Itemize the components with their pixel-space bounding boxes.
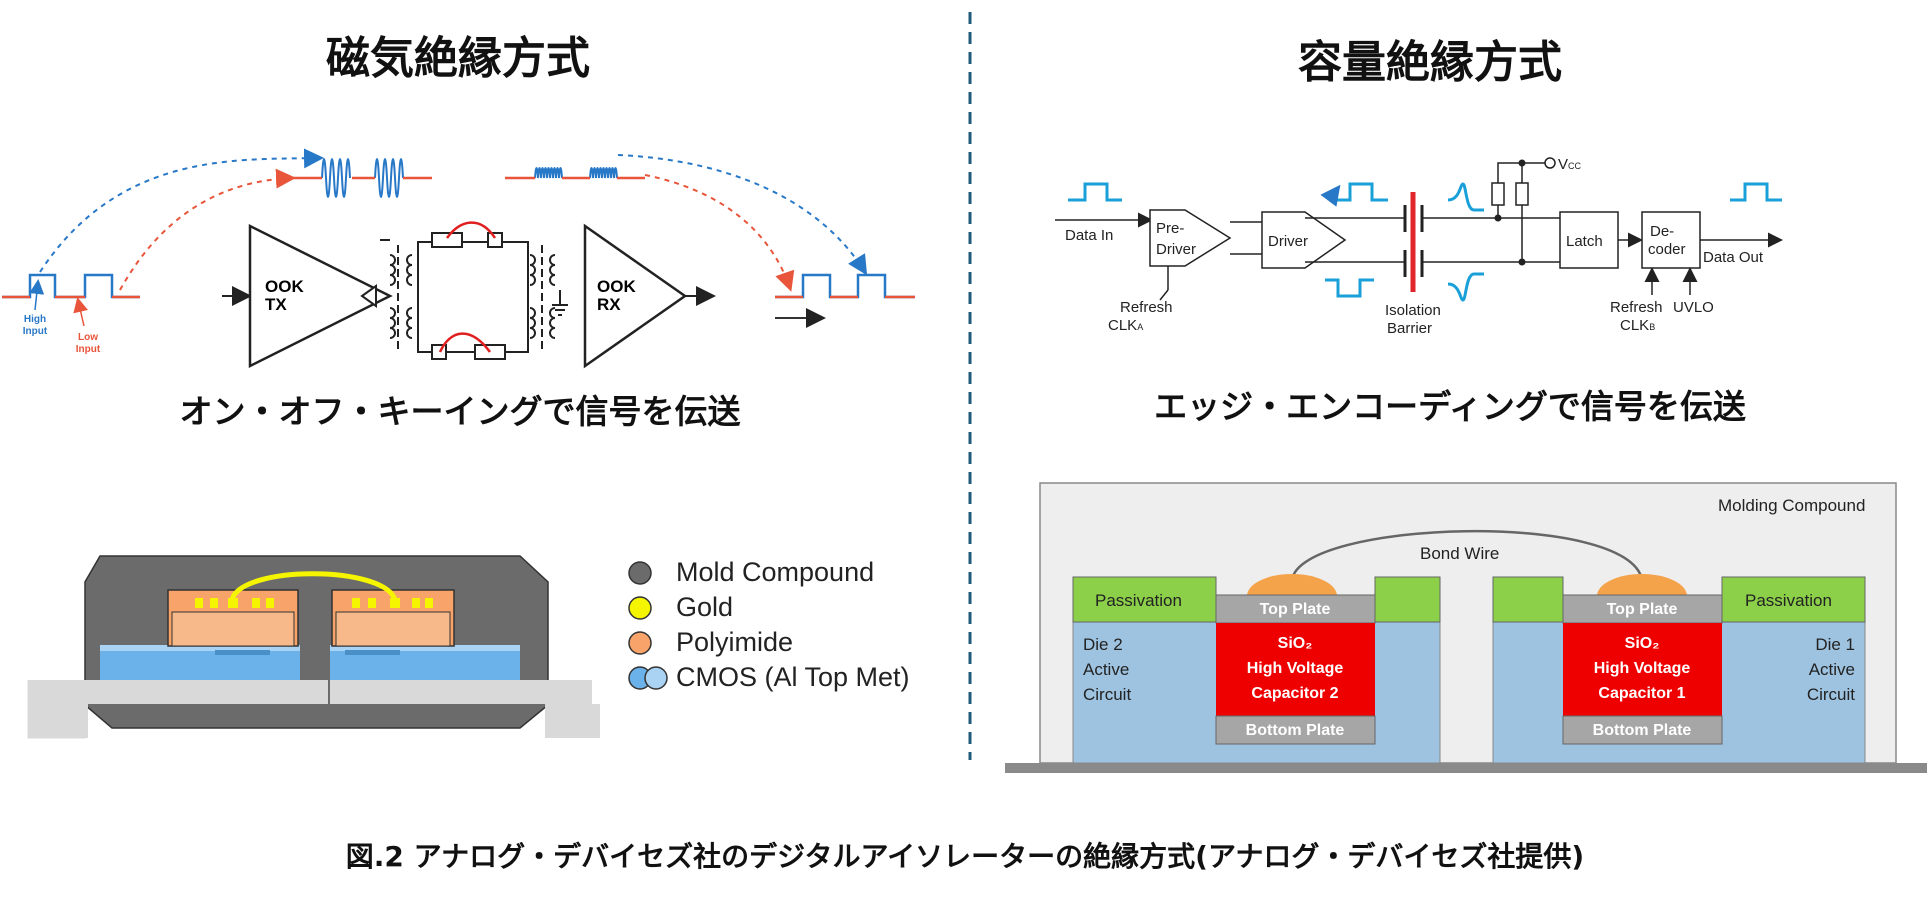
left-title: 磁気絶縁方式 <box>326 33 590 84</box>
legend-label-gold: Gold <box>676 592 733 622</box>
svg-text:Active: Active <box>1809 660 1855 679</box>
svg-text:RX: RX <box>597 295 621 314</box>
material-legend: Mold Compound Gold Polyimide CMOS (Al To… <box>628 557 910 692</box>
svg-text:Circuit: Circuit <box>1807 685 1855 704</box>
svg-text:Bottom Plate: Bottom Plate <box>1246 722 1345 739</box>
svg-text:Bond Wire: Bond Wire <box>1420 544 1499 563</box>
svg-text:Die 1: Die 1 <box>1815 635 1855 654</box>
uvlo-label: UVLO <box>1673 299 1714 316</box>
svg-text:Pre-: Pre- <box>1156 220 1184 237</box>
pre-driver-block <box>1149 209 1232 267</box>
red-dotted-arc <box>119 168 296 291</box>
svg-text:Latch: Latch <box>1566 233 1603 250</box>
input-waveform <box>2 273 140 299</box>
svg-text:Molding Compound: Molding Compound <box>1718 496 1865 515</box>
svg-text:Bottom Plate: Bottom Plate <box>1593 722 1692 739</box>
svg-text:De-: De- <box>1650 223 1674 240</box>
bond-wire <box>1290 530 1644 581</box>
data-in-label: Data In <box>1065 227 1113 244</box>
ook-rx-amplifier <box>583 223 688 369</box>
capacitor-cross-section: Molding Compound Bond Wire Passivation T… <box>1005 482 1927 773</box>
red-dotted-arc-right <box>644 174 795 292</box>
svg-text:Driver: Driver <box>1268 233 1308 250</box>
latch-block <box>1559 211 1619 269</box>
left-subtitle: オン・オフ・キーイングで信号を伝送 <box>179 392 741 431</box>
svg-text:coder: coder <box>1648 241 1686 258</box>
svg-text:Die 2: Die 2 <box>1083 635 1123 654</box>
transformer-loop <box>417 241 529 353</box>
blue-dotted-arc <box>39 148 324 273</box>
ook-tx-amplifier <box>248 223 393 369</box>
decoder-block <box>1641 211 1701 269</box>
svg-text:Top Plate: Top Plate <box>1260 601 1331 618</box>
svg-text:Capacitor 2: Capacitor 2 <box>1251 685 1338 702</box>
vcc-label: VCC <box>1558 156 1582 173</box>
legend-label-cmos: CMOS (Al Top Met) <box>676 662 910 692</box>
svg-text:OOK: OOK <box>597 277 636 296</box>
svg-text:Circuit: Circuit <box>1083 685 1131 704</box>
svg-text:TX: TX <box>265 295 287 314</box>
svg-text:OOK: OOK <box>265 277 304 296</box>
svg-text:High Voltage: High Voltage <box>1247 660 1344 677</box>
right-title: 容量絶縁方式 <box>1298 37 1562 88</box>
legend-swatch-gold <box>628 596 652 620</box>
magnetic-package-cross-section <box>27 555 600 739</box>
svg-text:Active: Active <box>1083 660 1129 679</box>
legend-swatch-mold <box>628 561 652 585</box>
svg-text:Top Plate: Top Plate <box>1607 601 1678 618</box>
legend-label-mold: Mold Compound <box>676 557 874 587</box>
figure-caption: 図.2 アナログ・デバイセズ社のデジタルアイソレーターの絶縁方式(アナログ・デバ… <box>345 840 1585 873</box>
output-waveform <box>775 273 915 299</box>
data-out-label: Data Out <box>1703 249 1764 266</box>
driver-block <box>1261 211 1347 269</box>
svg-text:Passivation: Passivation <box>1095 591 1182 610</box>
blue-dotted-arc-right <box>617 154 868 276</box>
right-subtitle: エッジ・エンコーディングで信号を伝送 <box>1154 387 1746 426</box>
svg-text:SiO₂: SiO₂ <box>1625 635 1660 652</box>
svg-text:SiO₂: SiO₂ <box>1278 635 1313 652</box>
gold-bond-wire <box>229 571 398 602</box>
svg-text:Passivation: Passivation <box>1745 591 1832 610</box>
svg-text:Driver: Driver <box>1156 241 1196 258</box>
legend-swatch-polyimide <box>628 631 652 655</box>
ook-burst-right <box>505 167 645 179</box>
svg-text:Capacitor 1: Capacitor 1 <box>1598 685 1685 702</box>
legend-label-polyimide: Polyimide <box>676 627 793 657</box>
svg-text:High Voltage: High Voltage <box>1594 660 1691 677</box>
